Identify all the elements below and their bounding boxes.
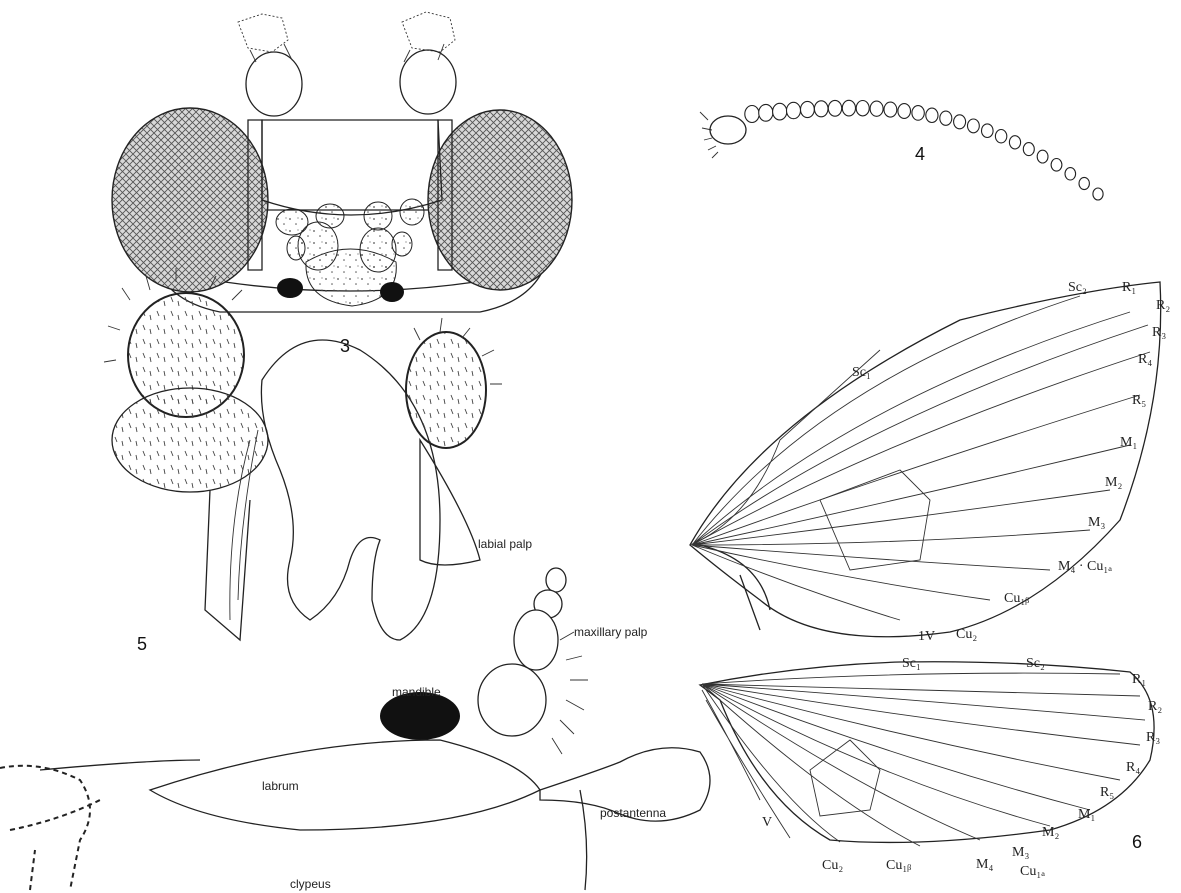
label-mandible: mandible: [392, 685, 441, 699]
fw-label-r4: R₄: [1138, 352, 1152, 367]
hw-label-r1: R₁: [1132, 672, 1146, 687]
label-labial-palp: labial palp: [478, 537, 532, 551]
antenna-segment: [801, 101, 815, 117]
antenna-segment: [870, 101, 883, 116]
antenna-segment: [968, 119, 980, 133]
antenna-segment: [773, 103, 787, 120]
left-labial-palp-base: [112, 388, 268, 492]
antenna-segment: [814, 101, 828, 117]
antenna-scape: [710, 116, 746, 144]
antenna-segment: [926, 108, 938, 122]
left-mandible: [277, 278, 303, 298]
antenna-segment: [1079, 177, 1089, 189]
antenna-segment: [940, 111, 952, 125]
fw-label-cu1b: Cu₁ᵦ: [1004, 591, 1029, 606]
figure-3-number: 3: [340, 336, 350, 356]
antenna-segment: [1037, 150, 1048, 163]
antenna-segment: [898, 104, 911, 119]
fw-label-m1: M₁: [1120, 435, 1137, 450]
hw-label-m4: M₄: [976, 857, 993, 872]
antenna-segment: [1051, 159, 1062, 172]
figure-6-number: 6: [1132, 832, 1142, 852]
fw-label-r2: R₂: [1156, 298, 1170, 313]
left-compound-eye: [112, 108, 268, 292]
antenna-segment: [954, 115, 966, 129]
label-labrum: labrum: [262, 779, 299, 793]
fw-label-r3: R₃: [1152, 325, 1166, 340]
fw-label-m4cu1a: M₄ · Cu₁ₐ: [1058, 559, 1112, 574]
hw-label-m3: M₃: [1012, 845, 1029, 860]
antenna-segment: [1023, 143, 1034, 156]
figure-4-number: 4: [915, 144, 925, 164]
right-antenna-tip: [402, 12, 455, 52]
figure-3-head: [112, 12, 572, 312]
hw-label-m2: M₂: [1042, 825, 1059, 840]
fw-label-1v: 1V: [918, 629, 935, 644]
figure-4-antenna: [700, 100, 1103, 200]
right-mandible: [380, 282, 404, 302]
labrum-shape: [150, 740, 540, 830]
antenna-segment: [912, 106, 924, 121]
figure-5-number: 5: [137, 634, 147, 654]
label-clypeus: clypeus: [290, 877, 331, 891]
hw-label-cu1b: Cu₁ᵦ: [886, 858, 911, 873]
antenna-segment: [828, 100, 841, 116]
antenna-segment: [1093, 188, 1103, 200]
right-scape: [400, 50, 456, 114]
antenna-segment: [1009, 136, 1020, 149]
fw-label-m3: M₃: [1088, 515, 1105, 530]
hw-label-v: V: [762, 815, 772, 830]
hw-label-r5: R₅: [1100, 785, 1114, 800]
antenna-segment: [1065, 168, 1076, 180]
mandible-dark: [380, 692, 460, 740]
hw-label-sc2: Sc₂: [1026, 656, 1045, 671]
antenna-segment: [884, 102, 897, 117]
figure-5-mouthparts: [0, 268, 710, 890]
right-compound-eye: [428, 110, 572, 290]
fw-label-cu2: Cu₂: [956, 627, 977, 642]
fw-label-m2: M₂: [1105, 475, 1122, 490]
fw-label-r5: R₅: [1132, 393, 1146, 408]
left-antenna-tip: [238, 14, 288, 52]
maxillary-palp: [478, 568, 566, 736]
hw-label-sc1: Sc₁: [902, 656, 921, 671]
hw-label-cu1a: Cu₁ₐ: [1020, 864, 1045, 879]
hw-label-r3: R₃: [1146, 730, 1160, 745]
fw-label-r1: R₁: [1122, 280, 1136, 295]
left-scape: [246, 52, 302, 116]
antenna-segment: [995, 130, 1006, 143]
figure-6-forewing: [690, 282, 1161, 637]
hw-label-m1: M₁: [1078, 807, 1095, 822]
hw-label-r4: R₄: [1126, 760, 1140, 775]
forewing-outline: [690, 282, 1161, 637]
antenna-segment: [842, 100, 855, 116]
antenna-segment: [787, 102, 801, 118]
antenna-segment: [759, 104, 773, 121]
right-labial-palp-apex: [406, 332, 486, 448]
antenna-segment: [745, 106, 759, 123]
fw-label-sc1: Sc₁: [852, 365, 871, 380]
antenna-segment: [982, 124, 994, 138]
hw-label-r2: R₂: [1148, 699, 1162, 714]
antenna-segment: [856, 101, 869, 116]
label-postantenna: postantenna: [600, 806, 666, 820]
hw-label-cu2: Cu₂: [822, 858, 843, 873]
fw-label-sc2: Sc₂: [1068, 280, 1087, 295]
label-maxillary-palp: maxillary palp: [574, 625, 648, 639]
